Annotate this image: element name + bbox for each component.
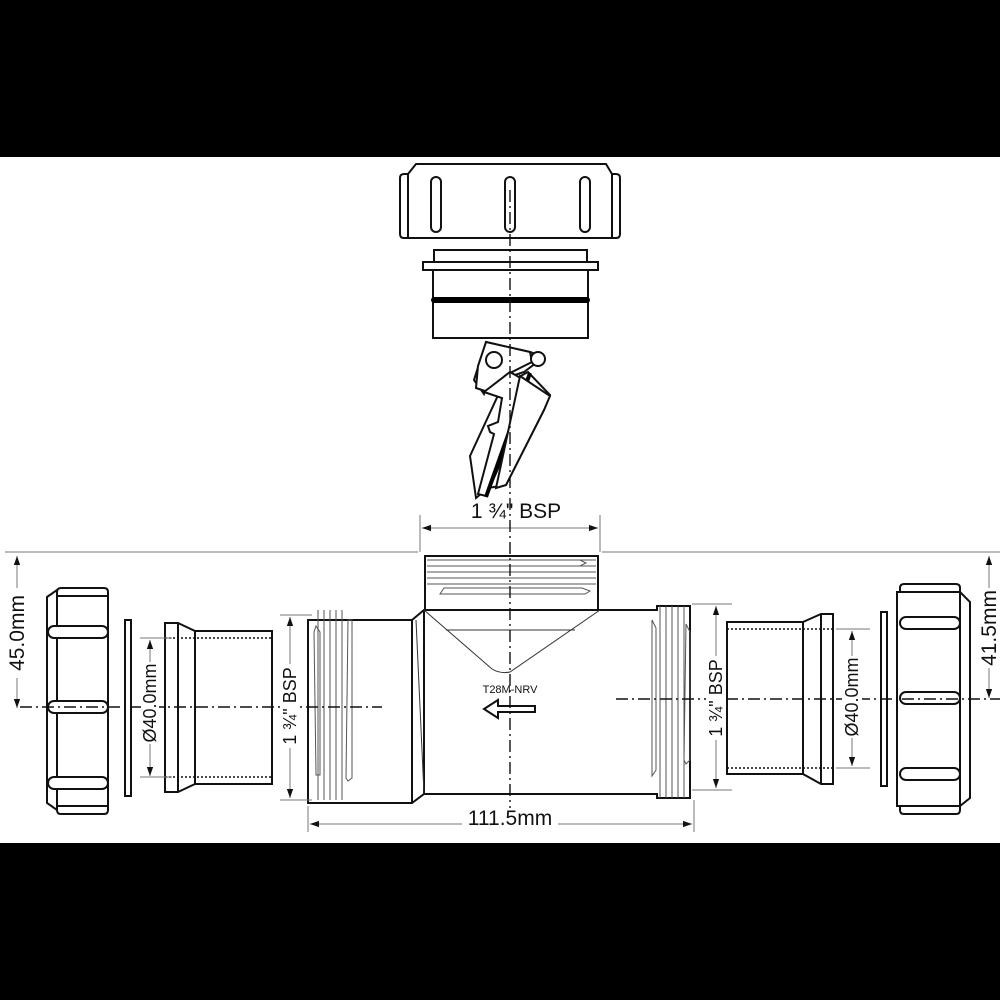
left-thread (313, 610, 353, 800)
right-height-label: 41.5mm (978, 590, 1000, 666)
right-diameter-label: Ø40.0mm (842, 657, 862, 736)
extension-lines (5, 515, 1000, 553)
drawing-canvas: 1 ¾" BSP T28M-NRV (0, 157, 1000, 843)
overall-length-dimension: 111.5mm (307, 800, 695, 832)
grip-slot (504, 176, 516, 233)
center-lines (20, 190, 1000, 822)
top-bsp-label: 1 ¾" BSP (471, 500, 561, 523)
right-bsp-label: 1 ¾" BSP (706, 659, 726, 736)
overall-length-label: 111.5mm (468, 807, 552, 830)
left-diameter-dimension: Ø40.0mm (140, 637, 172, 778)
grip-slot (47, 700, 109, 714)
right-diameter-dimension: Ø40.0mm (836, 628, 870, 769)
left-washer (124, 619, 132, 797)
grip-slot (579, 176, 591, 233)
flow-direction-arrow (482, 698, 536, 720)
grip-slot (899, 616, 961, 630)
technical-drawing: 1 ¾" BSP T28M-NRV (5, 163, 1000, 832)
grip-slot (47, 776, 109, 790)
grip-slot (47, 625, 109, 639)
left-bsp-dimension: 1 ¾" BSP (280, 614, 312, 801)
right-bsp-dimension: 1 ¾" BSP (692, 603, 732, 791)
bottom-black-band (0, 843, 1000, 1000)
right-height-dimension: 41.5mm (978, 556, 1000, 698)
left-height-label: 45.0mm (6, 595, 29, 671)
grip-slot (899, 691, 961, 705)
left-height-dimension: 45.0mm (6, 556, 29, 708)
top-black-band (0, 0, 1000, 157)
left-diameter-label: Ø40.0mm (140, 663, 160, 742)
grip-slot (899, 767, 961, 781)
grip-slot (430, 176, 442, 233)
left-bsp-label: 1 ¾" BSP (280, 667, 300, 744)
tee-body: T28M-NRV (307, 555, 691, 804)
left-compression-nut (46, 587, 109, 815)
right-thread (651, 606, 691, 798)
